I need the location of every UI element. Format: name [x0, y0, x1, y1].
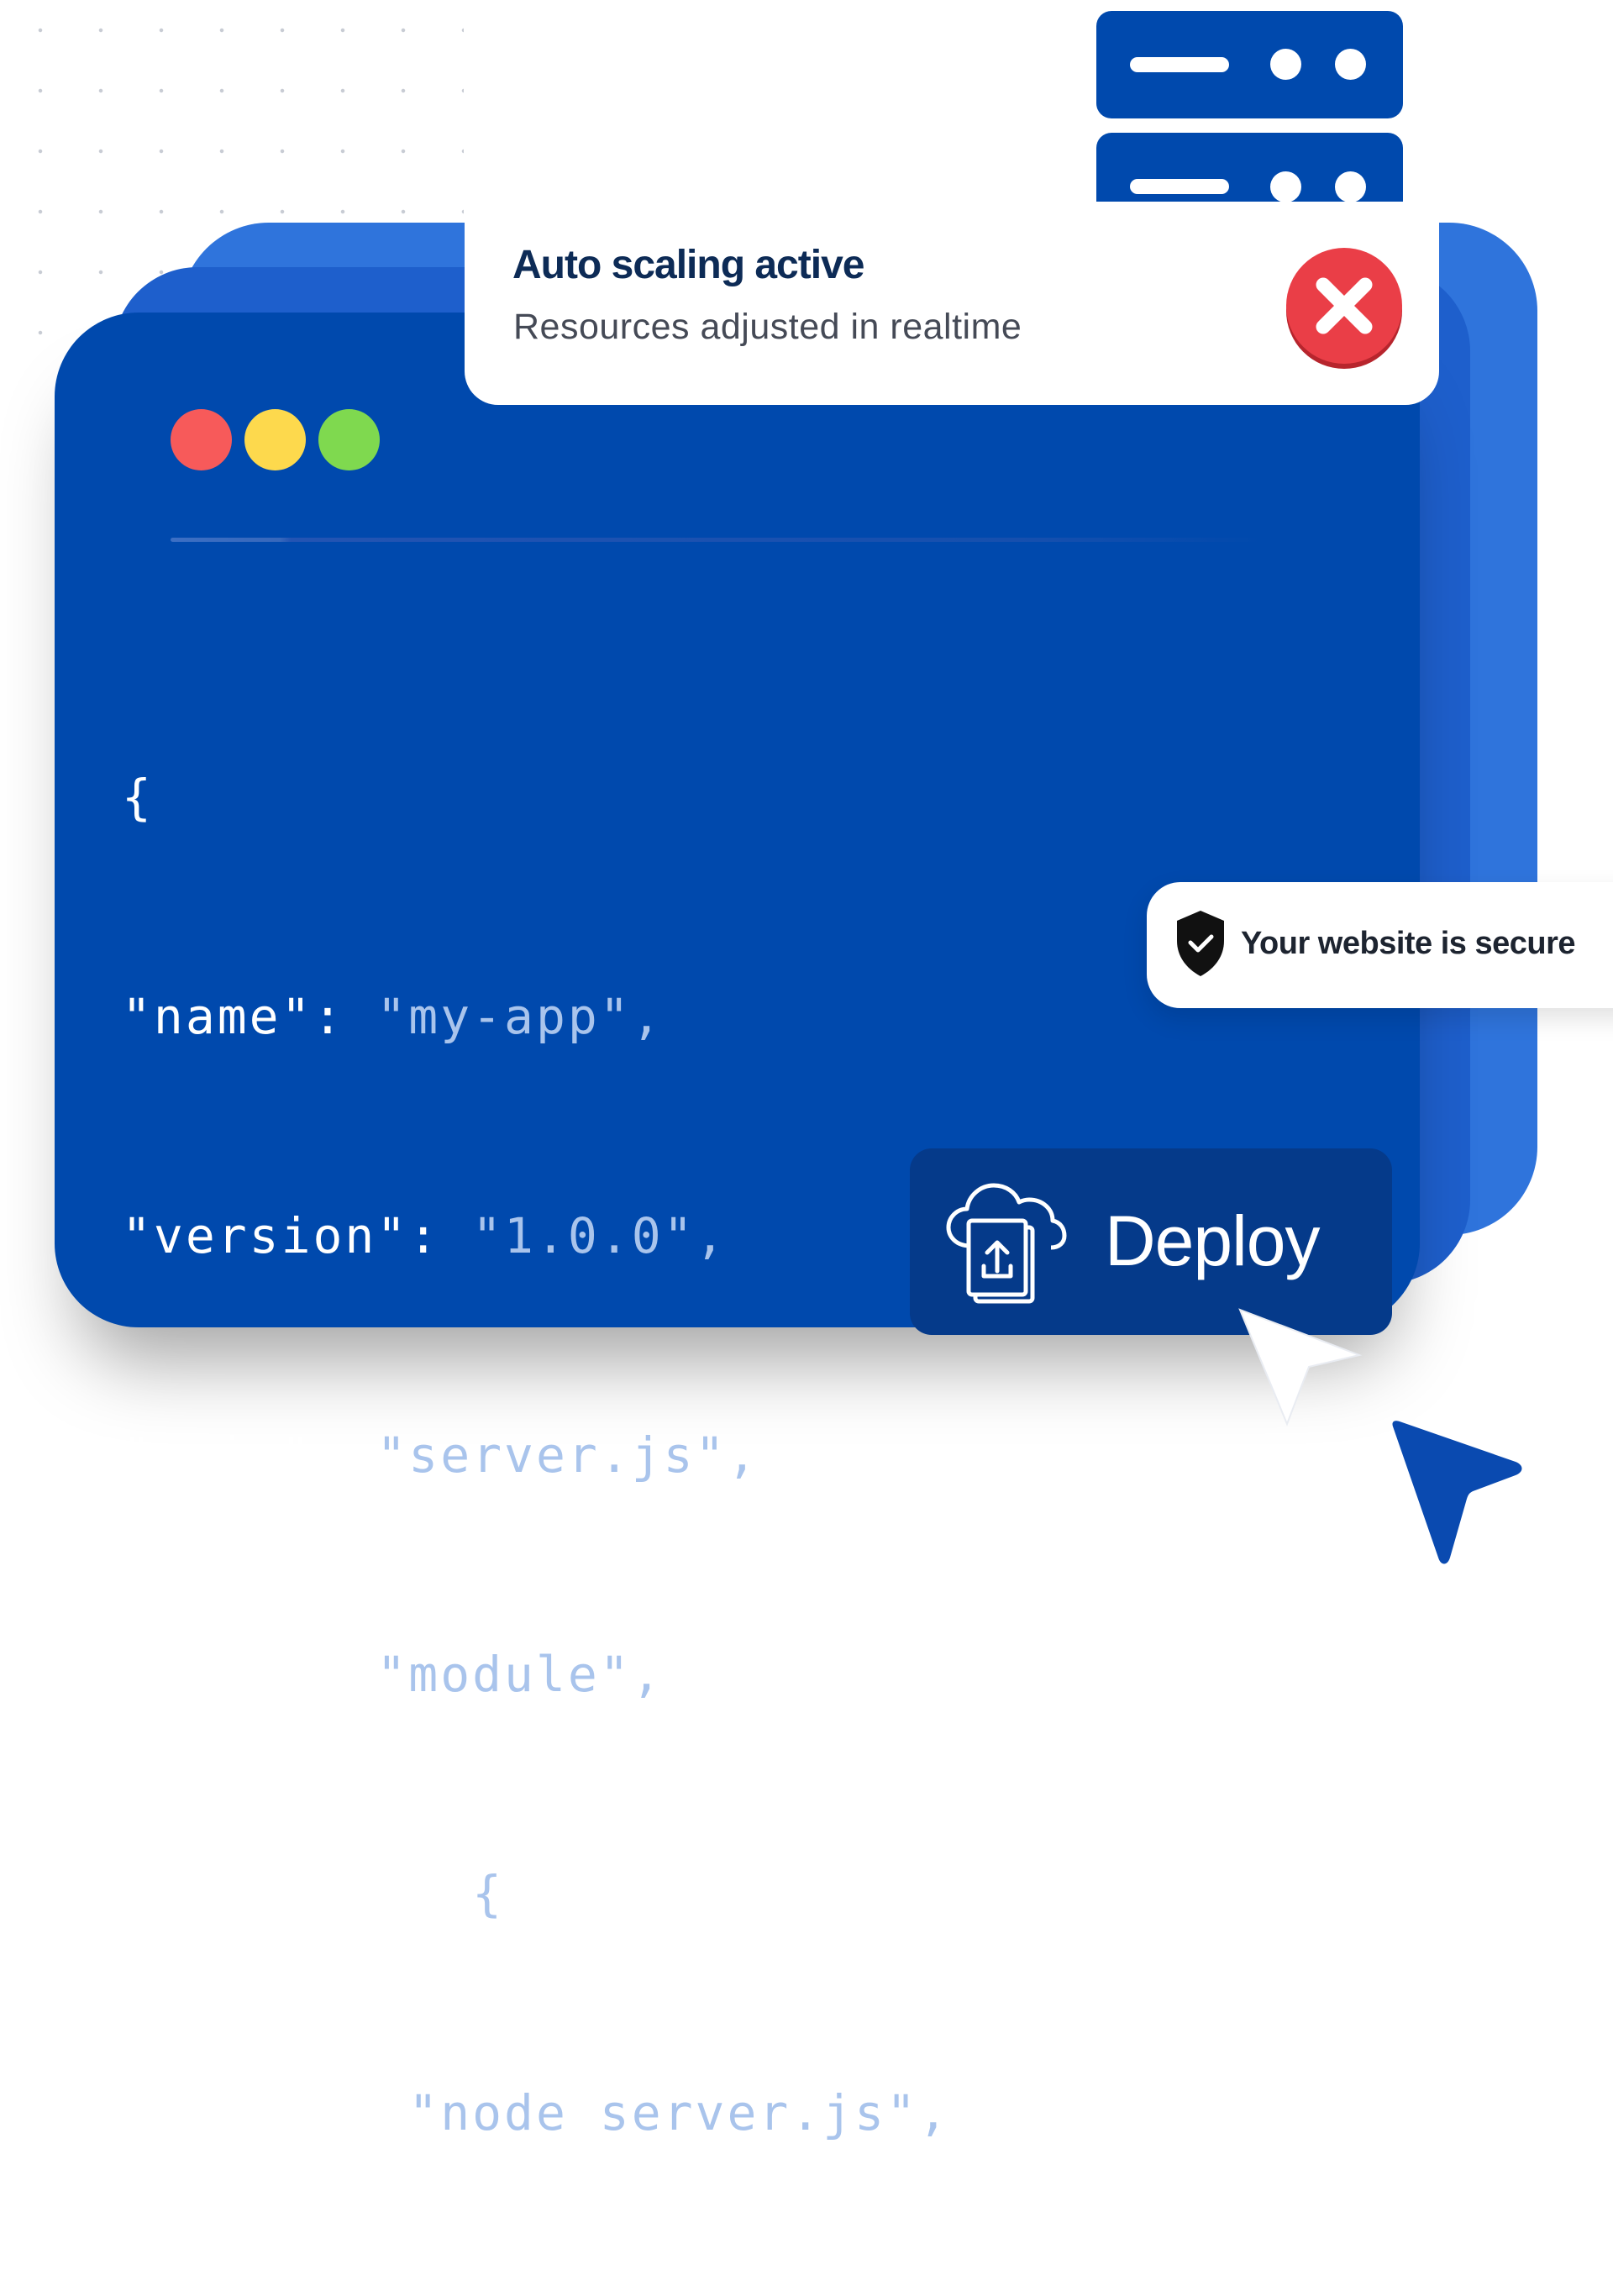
server-rack-icon	[1096, 11, 1403, 118]
shield-check-icon	[1177, 911, 1224, 976]
deploy-button-label: Deploy	[1105, 1201, 1320, 1280]
window-controls	[171, 409, 380, 470]
deploy-button[interactable]: Deploy	[910, 1148, 1392, 1335]
server-led	[1270, 49, 1301, 80]
server-slot-bar	[1130, 57, 1229, 72]
security-badge: Your website is secure	[1147, 882, 1613, 1008]
code-line: "name": "my-app",	[122, 988, 664, 1045]
server-led	[1335, 171, 1366, 202]
auto-scaling-notification: Auto scaling active Resources adjusted i…	[465, 202, 1439, 405]
code-line: "type": "module",	[122, 1646, 664, 1703]
pointer-cursor-icon	[1238, 1308, 1363, 1426]
minimize-window-dot[interactable]	[244, 409, 306, 470]
code-line: {	[122, 769, 154, 826]
security-badge-label: Your website is secure	[1241, 926, 1576, 961]
server-rack-icon	[1096, 133, 1403, 202]
window-divider	[171, 538, 1263, 542]
code-line: "scripts": {	[122, 1865, 505, 1922]
navigation-arrow-icon	[1392, 1421, 1522, 1564]
maximize-window-dot[interactable]	[318, 409, 380, 470]
close-notification-button[interactable]	[1286, 248, 1402, 364]
notification-subtitle: Resources adjusted in realtime	[513, 307, 1022, 347]
server-led	[1270, 171, 1301, 202]
close-icon	[1316, 277, 1373, 334]
code-block: { "name": "my-app", "version": "1.0.0", …	[122, 615, 950, 2296]
notification-title: Auto scaling active	[512, 243, 864, 287]
server-led	[1335, 49, 1366, 80]
close-window-dot[interactable]	[171, 409, 232, 470]
cloud-upload-icon	[946, 1183, 1067, 1304]
code-line: "version": "1.0.0",	[122, 1207, 728, 1264]
server-slot-bar	[1130, 179, 1229, 194]
code-line: "main": "server.js",	[122, 1426, 759, 1484]
code-line: "start": "node server.js",	[122, 2084, 950, 2141]
